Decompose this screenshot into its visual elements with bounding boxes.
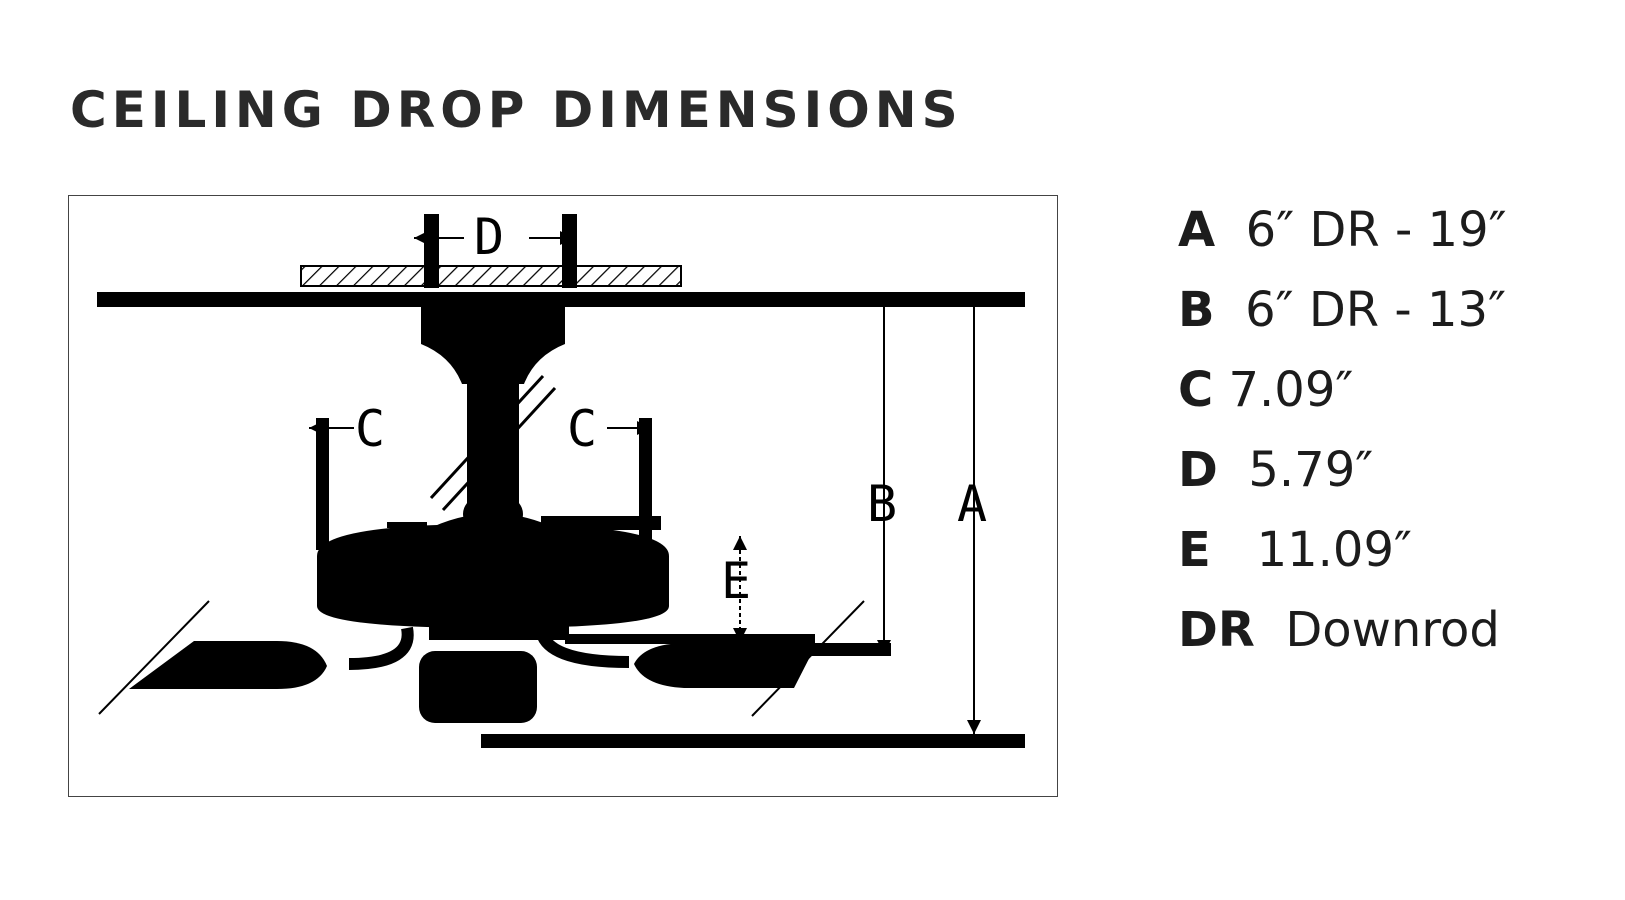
legend-row-b: B 6″ DR - 13″ (1178, 270, 1598, 350)
blade-arm-right (535, 627, 630, 668)
c-dimension-post-left (316, 418, 329, 550)
d-dimension-post-right (562, 214, 577, 288)
blade-right (634, 643, 817, 688)
legend-value: 6″ DR - 13″ (1245, 282, 1506, 338)
legend-row-c: C 7.09″ (1178, 350, 1598, 430)
legend-key: A (1178, 202, 1216, 258)
ceiling-line (97, 292, 1025, 307)
blade-left (129, 641, 327, 689)
blade-arm-left (348, 626, 414, 670)
motor-housing (317, 524, 669, 628)
downrod (467, 381, 519, 511)
blade-right-break-mark (751, 600, 865, 717)
label-e: E (721, 552, 751, 610)
diagram-canvas: D C C E (97, 208, 1025, 748)
legend-row-dr: DR Downrod (1178, 590, 1598, 670)
c-dimension-post-right (639, 418, 652, 580)
label-c-left: C (355, 400, 385, 458)
legend-value: 5.79″ (1248, 442, 1374, 498)
downrod-break-mark-2 (441, 386, 557, 512)
page-title: CEILING DROP DIMENSIONS (70, 81, 963, 139)
motor-collar-right (541, 516, 661, 530)
legend-key: C (1178, 362, 1214, 418)
blade-right-tip-bar (809, 643, 891, 656)
legend-key: DR (1178, 602, 1255, 658)
ceiling-mount-plate (300, 265, 682, 287)
legend-row-a: A 6″ DR - 19″ (1178, 190, 1598, 270)
legend-key: D (1178, 442, 1218, 498)
legend-key: B (1178, 282, 1215, 338)
motor-base (429, 626, 569, 640)
d-dimension-post-left (424, 214, 439, 288)
label-b: B (867, 475, 897, 533)
e-dimension-bar (565, 634, 815, 644)
legend-row-d: D 5.79″ (1178, 430, 1598, 510)
legend-value: 7.09″ (1228, 362, 1354, 418)
legend-value: Downrod (1285, 602, 1500, 658)
dimension-legend: A 6″ DR - 19″ B 6″ DR - 13″ C 7.09″ D 5.… (1178, 190, 1598, 670)
light-kit (419, 651, 537, 723)
canopy (421, 307, 565, 384)
motor-collar-left (387, 522, 427, 528)
label-d: D (474, 208, 504, 266)
legend-row-e: E 11.09″ (1178, 510, 1598, 590)
legend-value: 11.09″ (1256, 522, 1412, 578)
legend-value: 6″ DR - 19″ (1245, 202, 1507, 258)
label-c-right: C (567, 400, 597, 458)
label-a: A (957, 475, 987, 533)
legend-key: E (1178, 522, 1211, 578)
downrod-break-mark-1 (429, 374, 545, 500)
blade-left-break-mark (98, 600, 210, 715)
floor-reference-line (481, 734, 1025, 748)
fan-drop-diagram: D C C E (68, 195, 1058, 797)
